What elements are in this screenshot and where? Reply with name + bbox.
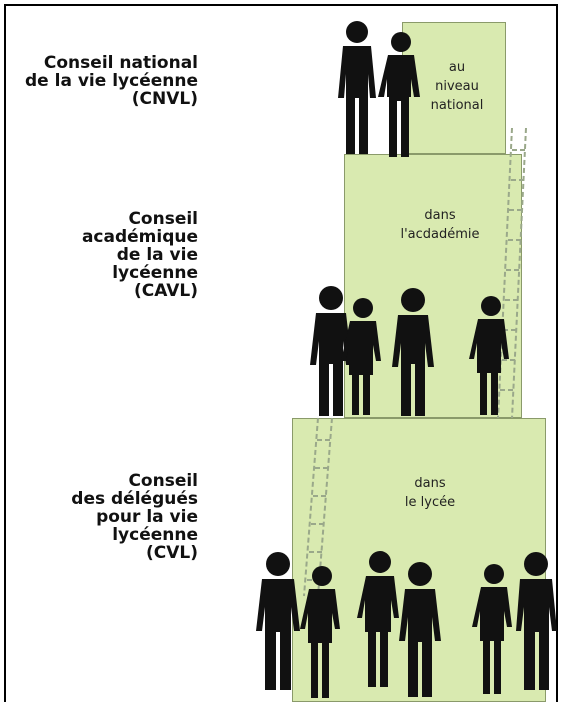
scope-national-line-2: niveau [435, 79, 479, 94]
scope-national-line-1: au [448, 60, 466, 75]
label-cavl-line-2: académique [81, 227, 198, 247]
scope-national: au niveau national [414, 58, 500, 115]
scope-national-line-3: national [430, 98, 484, 113]
scope-academie-line-2: l'acdadémie [400, 227, 480, 242]
label-cavl: Conseil académique de la vie lycéenne (C… [82, 210, 198, 300]
scope-academie-line-1: dans [424, 208, 456, 223]
scope-academie: dans l'acdadémie [370, 206, 510, 244]
block-lycee [292, 418, 546, 702]
person-silhouette [256, 552, 300, 690]
person-silhouette [310, 286, 352, 416]
label-cavl-line-3: de la vie [116, 245, 198, 265]
label-cvl-line-1: Conseil [128, 471, 198, 491]
person-silhouette [338, 21, 376, 154]
label-cvl-line-2: des délégués [71, 489, 198, 509]
scope-lycee-line-2: le lycée [404, 495, 456, 510]
label-cvl: Conseil des délégués pour la vie lycéenn… [71, 472, 198, 562]
label-cavl-line-5: (CAVL) [133, 281, 198, 301]
person-silhouette [399, 562, 441, 697]
ladder-upper [497, 127, 527, 419]
label-cnvl: Conseil national de la vie lycéenne (CNV… [25, 54, 198, 108]
block-national [402, 22, 506, 154]
label-cvl-line-4: lycéenne [112, 525, 198, 545]
person-silhouette [469, 296, 509, 415]
figures-academie [310, 286, 509, 416]
scope-lycee-line-1: dans [414, 476, 446, 491]
label-cvl-line-3: pour la vie [96, 507, 198, 527]
figures-lycee [256, 551, 557, 698]
person-silhouette [392, 288, 434, 416]
person-silhouette [300, 566, 340, 698]
frame-top-line [4, 4, 558, 6]
label-cnvl-line-3: (CNVL) [131, 89, 198, 109]
person-silhouette [357, 551, 399, 687]
scope-lycee: dans le lycée [360, 474, 500, 512]
label-cavl-line-1: Conseil [128, 209, 198, 229]
frame-right-line [556, 4, 558, 702]
label-cavl-line-4: lycéenne [112, 263, 198, 283]
person-silhouette [341, 298, 381, 415]
label-cnvl-line-1: Conseil national [43, 53, 198, 73]
label-cvl-line-5: (CVL) [145, 543, 198, 563]
frame-left-line [4, 4, 6, 702]
person-silhouette [516, 552, 557, 690]
person-silhouette [472, 564, 512, 694]
figures-national [338, 21, 420, 157]
person-silhouette [378, 32, 420, 157]
label-cnvl-line-2: de la vie lycéenne [25, 71, 198, 91]
